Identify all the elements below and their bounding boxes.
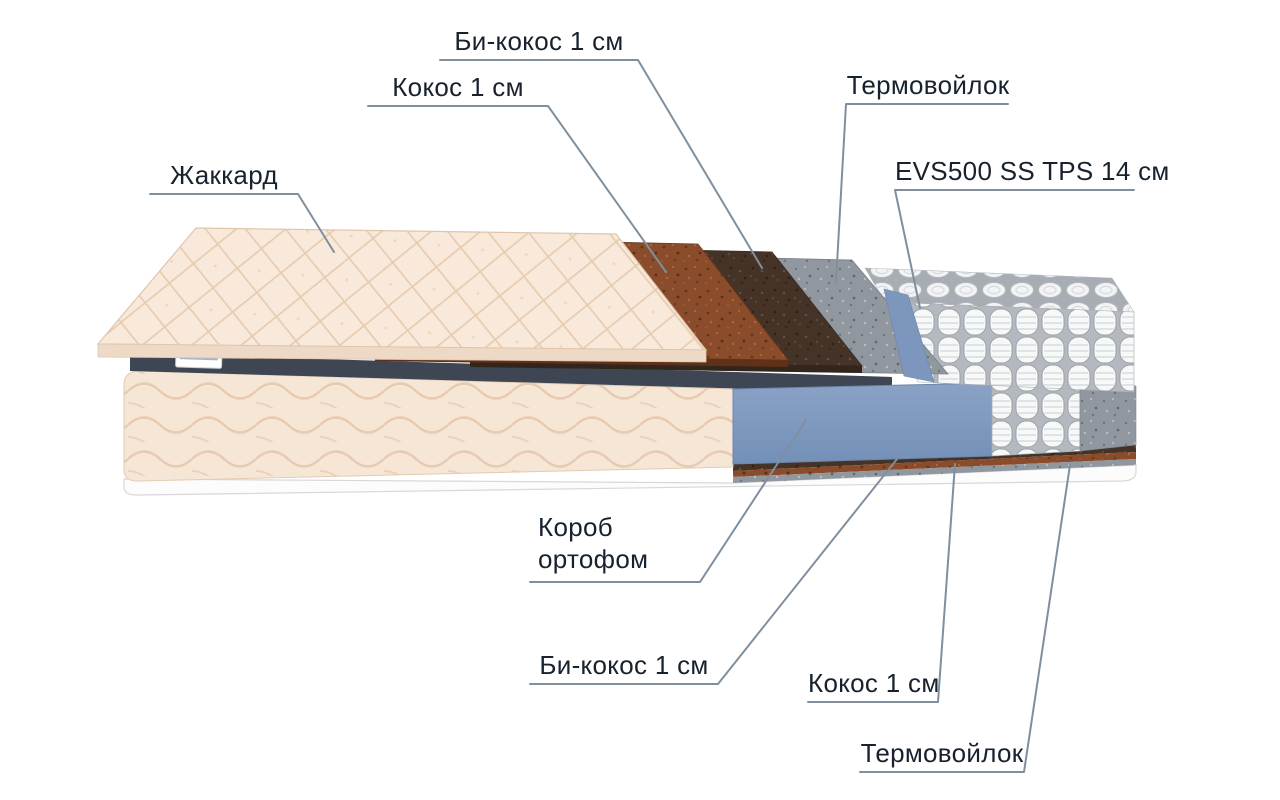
label-spring-unit: EVS500 SS TPS 14 см (895, 156, 1170, 186)
leader-line-coconut-bottom (807, 463, 956, 703)
mattress-base (123, 464, 1137, 496)
label-coconut-top: Кокос 1 см (392, 72, 524, 102)
leader-line-spring-unit (894, 189, 1135, 309)
leader-line-coconut-top (367, 105, 667, 273)
foam-box-edge (883, 288, 935, 383)
label-thermofelt-bottom: Термовойлок (860, 738, 1024, 768)
band-coconut-bottom (733, 452, 1136, 477)
foam-box-front (732, 382, 993, 465)
leader-line-thermofelt-top (835, 103, 1009, 283)
leader-line-bicoconut-bottom (529, 458, 898, 685)
leader-line-foam-box (529, 419, 807, 583)
label-jacquard: Жаккард (170, 160, 278, 190)
edge-band (130, 353, 892, 393)
leader-line-bicoconut-top (439, 59, 763, 269)
leader-line-thermofelt-bottom (859, 464, 1071, 773)
label-bicoconut-top: Би-кокос 1 см (454, 26, 624, 56)
label-foam-box: Короб ортофом (538, 512, 649, 574)
jacquard-layer-edge (97, 343, 707, 363)
label-thermofelt-top: Термовойлок (846, 70, 1010, 100)
band-thermofelt-bottom (733, 459, 1136, 483)
label-coconut-bottom: Кокос 1 см (808, 668, 940, 698)
mattress-side-quilted (123, 370, 734, 482)
leader-line-jacquard (149, 193, 335, 253)
jacquard-layer-top (96, 227, 708, 351)
label-bicoconut-bottom: Би-кокос 1 см (539, 650, 709, 680)
